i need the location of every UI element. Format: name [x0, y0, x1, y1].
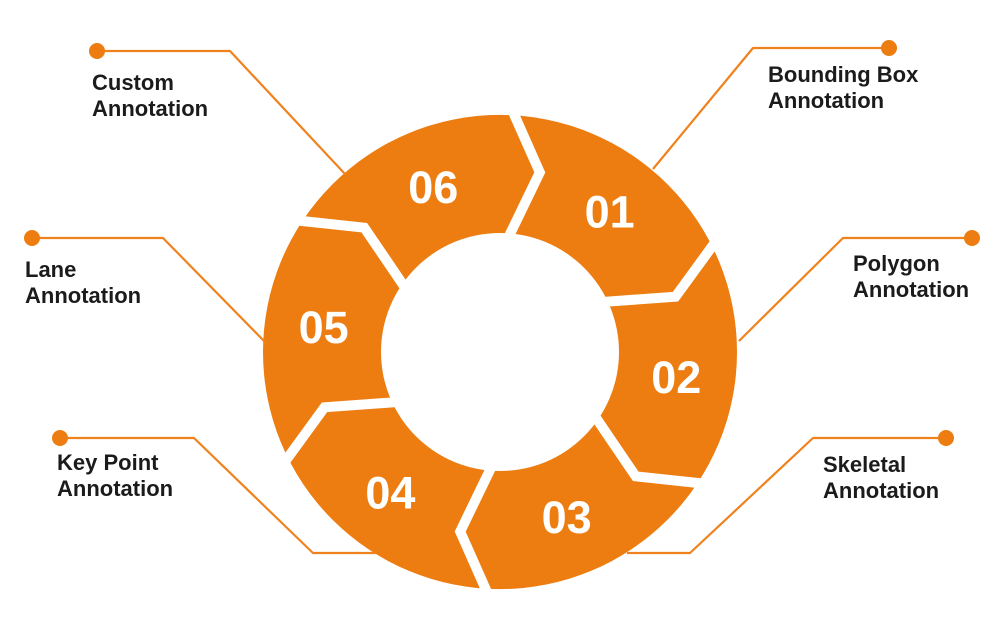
connector-line-lane-annotation — [32, 236, 267, 344]
label-line: Bounding Box — [768, 62, 919, 87]
segment-number-06: 06 — [408, 162, 458, 213]
label-key-point-annotation: Key Point Annotation — [57, 450, 173, 502]
label-line: Skeletal — [823, 452, 907, 477]
segment-divider-chevron-bottom — [454, 454, 501, 604]
label-line: Annotation — [823, 478, 940, 503]
label-line: Polygon — [853, 251, 940, 276]
label-line: Annotation — [92, 96, 209, 121]
connector-dot-custom-annotation — [89, 43, 105, 59]
segment-number-02: 02 — [651, 352, 701, 403]
label-line: Annotation — [768, 88, 885, 113]
connector-line-polygon-annotation — [738, 236, 972, 342]
label-line: Lane — [25, 257, 77, 282]
label-line: Custom — [92, 70, 174, 95]
segment-number-03: 03 — [542, 492, 592, 543]
connector-line-custom-annotation — [97, 49, 346, 175]
segment-divider-chevron-right-upper — [592, 231, 725, 308]
segment-divider-chevron-top — [499, 100, 546, 250]
segment-divider-chevron-left-lower — [275, 396, 408, 473]
segment-divider-chevron-left-upper — [287, 214, 416, 300]
label-bounding-box-annotation: Bounding Box Annotation — [768, 62, 918, 114]
segment-number-04: 04 — [365, 467, 415, 518]
connector-dot-key-point-annotation — [52, 430, 68, 446]
connector-line-skeletal-annotation — [627, 436, 946, 555]
cycle-ring — [262, 114, 738, 590]
connector-dot-skeletal-annotation — [938, 430, 954, 446]
label-custom-annotation: Custom Annotation — [92, 70, 208, 122]
label-line: Annotation — [853, 277, 970, 302]
connector-dot-lane-annotation — [24, 230, 40, 246]
label-line: Annotation — [25, 283, 142, 308]
label-polygon-annotation: Polygon Annotation — [853, 251, 969, 303]
segment-divider-chevron-right-lower — [584, 404, 713, 490]
label-lane-annotation: Lane Annotation — [25, 257, 141, 309]
segment-number-05: 05 — [299, 302, 349, 353]
connector-dot-polygon-annotation — [964, 230, 980, 246]
label-line: Annotation — [57, 476, 174, 501]
label-line: Key Point — [57, 450, 159, 475]
connector-dot-bounding-box-annotation — [881, 40, 897, 56]
label-skeletal-annotation: Skeletal Annotation — [823, 452, 939, 504]
connector-line-key-point-annotation — [60, 436, 376, 555]
segment-number-01: 01 — [585, 187, 635, 238]
connector-line-bounding-box-annotation — [652, 46, 889, 170]
